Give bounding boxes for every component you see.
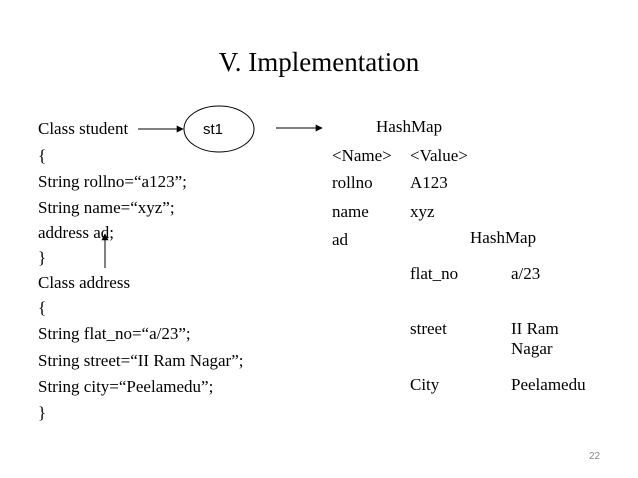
code-line: String street=“II Ram Nagar”;: [38, 351, 244, 370]
code-line: Class address: [38, 273, 131, 292]
row-name: name: [332, 202, 369, 221]
slide-title: V. Implementation: [218, 47, 420, 77]
outer-hashmap-title: HashMap: [376, 117, 443, 136]
inner-row-value: Peelamedu: [511, 375, 586, 394]
inner-row-name: flat_no: [410, 264, 459, 283]
page-number: 22: [589, 451, 601, 462]
code-line: {: [38, 146, 47, 165]
inner-row-value: a/23: [511, 264, 541, 283]
code-line: {: [38, 298, 47, 317]
inner-row-value: II Ram: [511, 319, 559, 338]
code-line: String flat_no=“a/23”;: [38, 324, 191, 343]
row-value: xyz: [410, 202, 435, 221]
row-name: rollno: [332, 173, 373, 192]
header-name: <Name>: [332, 146, 392, 165]
row-name: ad: [332, 230, 349, 249]
header-value: <Value>: [410, 146, 468, 165]
code-line: String name=“xyz”;: [38, 198, 175, 217]
inner-row-name: street: [410, 319, 447, 338]
inner-hashmap-title: HashMap: [470, 228, 537, 247]
code-line: address ad;: [38, 223, 115, 242]
code-line: String rollno=“a123”;: [38, 172, 187, 191]
inner-row-name: City: [410, 375, 440, 394]
code-line: }: [38, 248, 47, 267]
code-line: String city=“Peelamedu”;: [38, 377, 214, 396]
object-circle: [183, 105, 255, 153]
object-label: st1: [203, 121, 224, 138]
row-value: A123: [410, 173, 448, 192]
code-line: Class student: [38, 119, 129, 138]
code-line: }: [38, 403, 47, 422]
inner-row-value: Nagar: [511, 339, 553, 358]
